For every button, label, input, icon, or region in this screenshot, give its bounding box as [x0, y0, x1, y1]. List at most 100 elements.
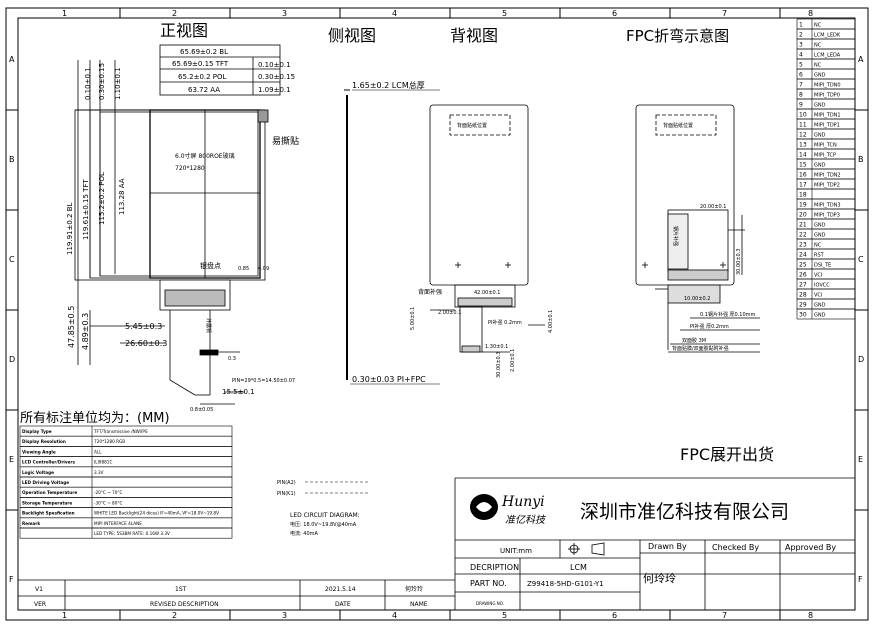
row-label: A	[858, 55, 864, 64]
pin-number: 9	[799, 102, 803, 109]
pin-name: GND	[814, 73, 826, 79]
pin-name: NC	[814, 243, 822, 249]
peel-label: 易撕贴	[272, 135, 299, 147]
pin-name: GND	[814, 223, 826, 229]
col-label: 4	[392, 611, 397, 620]
circuit-title: LED CIRCUIT DIAGRAM:	[290, 512, 360, 519]
bend-label-box: 背面贴纸位置	[663, 122, 693, 129]
spec-value: MIPI INTERFACE 4LANE	[94, 521, 142, 526]
pin-name: GND	[814, 313, 826, 319]
pin-name: GND	[814, 103, 826, 109]
fpc-dim-2: 26.60±0.3	[125, 339, 167, 348]
panel-text-2: 720*1280	[175, 165, 205, 172]
company-logo	[470, 494, 498, 520]
front-view	[74, 44, 281, 405]
pin-number: 25	[799, 262, 807, 269]
dim-aa-r: 1.09±0.1	[258, 86, 291, 94]
row-label: F	[9, 575, 14, 584]
spec-key: LCD Controller/Drivers	[22, 460, 75, 465]
dim-left-pol: 115.2±0.2 POL	[98, 172, 106, 225]
pin-name: NC	[814, 23, 822, 29]
drawing-no-label: DRAWING NO.	[476, 601, 504, 606]
back-dim-b: 2.00±0.1	[438, 310, 461, 316]
company-name: 深圳市准亿科技有限公司	[580, 501, 789, 523]
back-view	[429, 104, 545, 353]
border-labels: 1 2 3 4 5 6 7 8 1 2 3 4 5 6 7 8 A B C D …	[9, 9, 864, 620]
row-label: C	[858, 255, 864, 264]
pin-name: MIPI_TCN	[814, 143, 837, 149]
pin-name: MIPI_TDP0	[814, 93, 840, 99]
revision-block	[18, 579, 455, 610]
pin-number: 26	[799, 272, 807, 279]
pin-number: 17	[799, 182, 807, 189]
pin-number: 8	[799, 92, 803, 99]
row-label: D	[9, 355, 15, 364]
spec-key: Operation Temperature	[22, 490, 77, 495]
front-view-labels: 65.69±0.2 BL 65.69±0.15 TFT 0.10±0.1 65.…	[66, 48, 299, 413]
row-label: C	[9, 255, 15, 264]
side-thickness: 1.65±0.2 LCM总厚	[352, 80, 425, 90]
bottom-dim2: 0.3	[228, 356, 236, 362]
checked-by-label: Checked By	[712, 543, 759, 552]
row-label: E	[9, 455, 14, 464]
pin-name: VCI	[814, 273, 822, 279]
back-dim-c: 5.00±0.1	[410, 307, 416, 330]
pin-name: DSI_TE	[814, 263, 831, 269]
small-dim-2: 4.09	[258, 266, 269, 272]
spec-value: ALL	[94, 449, 102, 454]
spec-value: ILI9881C	[94, 460, 112, 465]
pin-number: 24	[799, 252, 807, 259]
pin-name: MIPI_TCP	[814, 153, 836, 159]
col-label: 3	[282, 9, 287, 18]
circuit-line-1: 电压: 18.0V~19.8V@40mA	[290, 521, 357, 528]
bend-mid-label: 钢片补强	[672, 226, 679, 246]
drawer-name: 何玲玲	[643, 572, 676, 585]
circuit-pin-a: PIN(A2)	[277, 480, 296, 486]
part-label: PART NO.	[470, 579, 507, 588]
back-view-title: 背视图	[450, 26, 498, 45]
pin-number: 7	[799, 82, 803, 89]
panel-text-1: 6.0寸屏 800ROE玻璃	[175, 152, 235, 160]
side-view	[344, 89, 440, 385]
col-label: 5	[502, 611, 507, 620]
spec-key: LED Driving Voltage	[22, 480, 69, 485]
pin-number: 15	[799, 162, 807, 169]
bend-note-2: PI补强 厚0.2mm	[690, 323, 729, 330]
col-label: 7	[722, 9, 727, 18]
side-view-title: 侧视图	[328, 26, 376, 45]
rev-desc: 1ST	[175, 586, 187, 593]
fpc-flat-title: FPC展开出货	[680, 445, 774, 464]
col-label: 1	[62, 611, 67, 620]
rev-h-ver: VER	[34, 601, 46, 608]
unit-note: 所有标注单位均为：(MM)	[20, 411, 170, 426]
row-label: B	[9, 155, 15, 164]
back-dim-e: 30.00±0.3	[496, 352, 502, 378]
pin-number: 3	[799, 42, 803, 49]
pin-number: 2	[799, 32, 803, 39]
small-dim-1: 0.85	[238, 266, 249, 272]
dim-bl: 65.69±0.2 BL	[180, 48, 228, 56]
logo-text: Hunyi	[501, 494, 545, 510]
pin-name: GND	[814, 163, 826, 169]
col-label: 8	[808, 611, 813, 620]
pin-name: MIPI_TDP2	[814, 183, 840, 189]
rev-ver: V1	[35, 586, 43, 593]
spec-key: Display Resolution	[22, 439, 66, 444]
dim-pol: 65.2±0.2 POL	[178, 73, 227, 81]
spec-key: Storage Temperature	[22, 500, 72, 505]
pin-number: 12	[799, 132, 807, 139]
spec-value: LED TYPE: 5S3BM RATE: 0.16W 3.3V	[94, 531, 170, 536]
mark-label: 银盘点	[200, 261, 221, 270]
pin-name: MIPI_TDN3	[814, 203, 841, 209]
pin-name: MIPI_TDP1	[814, 123, 840, 129]
back-dim-d: 4.00±0.1	[548, 310, 554, 333]
pin-name: NC	[814, 43, 822, 49]
row-label: D	[858, 355, 864, 364]
pin-number: 21	[799, 222, 807, 229]
pin-number: 6	[799, 72, 803, 79]
spec-key: Remark	[22, 521, 40, 526]
col-label: 8	[808, 9, 813, 18]
pin-number: 28	[799, 292, 807, 299]
bend-note-4: 背面贴膜/双面胶黏附补强	[672, 345, 729, 352]
